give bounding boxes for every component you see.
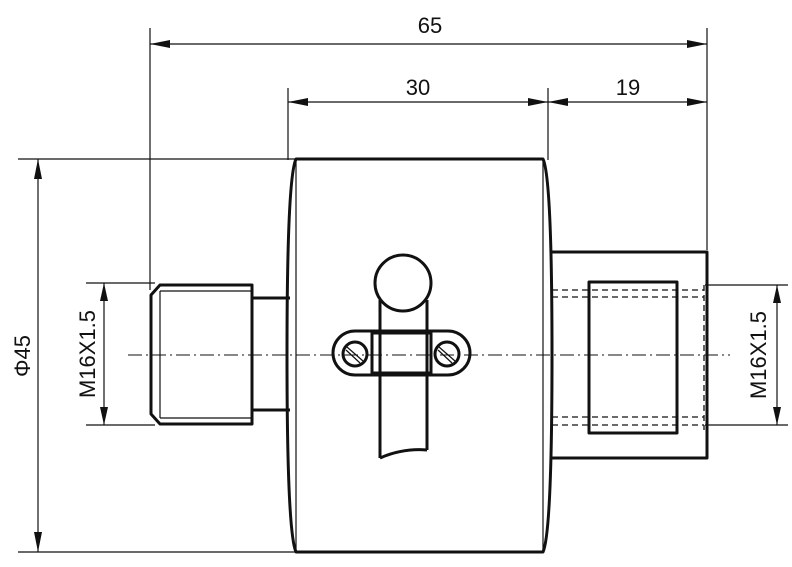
dimension-overall-length: 65 xyxy=(149,13,708,290)
dimension-body-length: 30 xyxy=(287,75,549,160)
diameter-label: Φ45 xyxy=(10,335,35,377)
outlet-length-label: 19 xyxy=(616,75,640,100)
thread-left-label: M16X1.5 xyxy=(75,310,100,398)
dimension-outlet-length: 19 xyxy=(548,75,707,106)
dimension-thread-left: M16X1.5 xyxy=(75,282,155,426)
clamp-bracket xyxy=(331,329,472,377)
dimension-diameter: Φ45 xyxy=(10,158,298,553)
neck xyxy=(252,296,290,412)
sensor-probe xyxy=(373,253,433,460)
screw-left-icon xyxy=(341,340,369,368)
thread-right-label: M16X1.5 xyxy=(746,311,771,399)
dimension-thread-right: M16X1.5 xyxy=(705,284,788,426)
screw-right-icon xyxy=(433,340,461,368)
body-length-label: 30 xyxy=(406,75,430,100)
overall-length-label: 65 xyxy=(418,13,442,38)
